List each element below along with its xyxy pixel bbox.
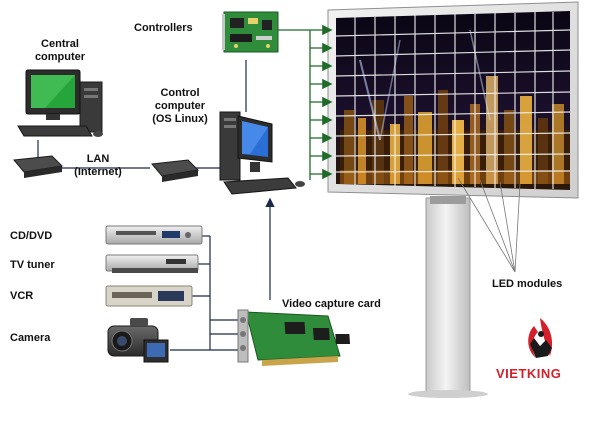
cd-dvd-label: CD/DVD [10, 230, 53, 242]
control-computer-line-2: computer [154, 100, 206, 112]
control-computer-line-3: (OS Linux) [152, 113, 208, 125]
central-computer-label: Central computer [35, 38, 85, 64]
led-modules-label: LED modules [492, 278, 563, 290]
dvd-player-icon [105, 225, 203, 245]
modem-icon [13, 155, 64, 178]
control-computer-label: Control computer (OS Linux) [152, 87, 208, 126]
camcorder-icon [107, 318, 169, 363]
control-computer-icon [219, 111, 305, 195]
vcr-label: VCR [10, 290, 34, 302]
connection-lines [37, 60, 275, 351]
controller-output-arrows [278, 24, 333, 180]
controllers-label: Controllers [134, 22, 193, 34]
lan-line-1: LAN [86, 153, 110, 165]
control-computer-line-1: Control [160, 87, 200, 99]
vietking-logo-icon [528, 318, 553, 358]
modem-icon [151, 159, 200, 182]
controller-board-icon [222, 11, 279, 53]
central-computer-line-1: Central [41, 38, 79, 50]
led-billboard-icon [327, 1, 579, 398]
led-modules-pointers [457, 177, 521, 273]
camera-label: Camera [10, 332, 51, 344]
video-capture-card-label: Video capture card [282, 298, 381, 310]
brand-name: VIETKING [496, 366, 562, 381]
vcr-icon [105, 285, 193, 307]
central-computer-line-2: computer [34, 51, 86, 63]
lan-label: LAN (Internet) [74, 153, 122, 179]
lan-line-2: (Internet) [74, 166, 122, 178]
video-capture-card-icon [237, 309, 351, 366]
tv-tuner-label: TV tuner [10, 259, 55, 271]
central-computer-icon [17, 69, 103, 137]
tv-tuner-icon [105, 254, 199, 273]
